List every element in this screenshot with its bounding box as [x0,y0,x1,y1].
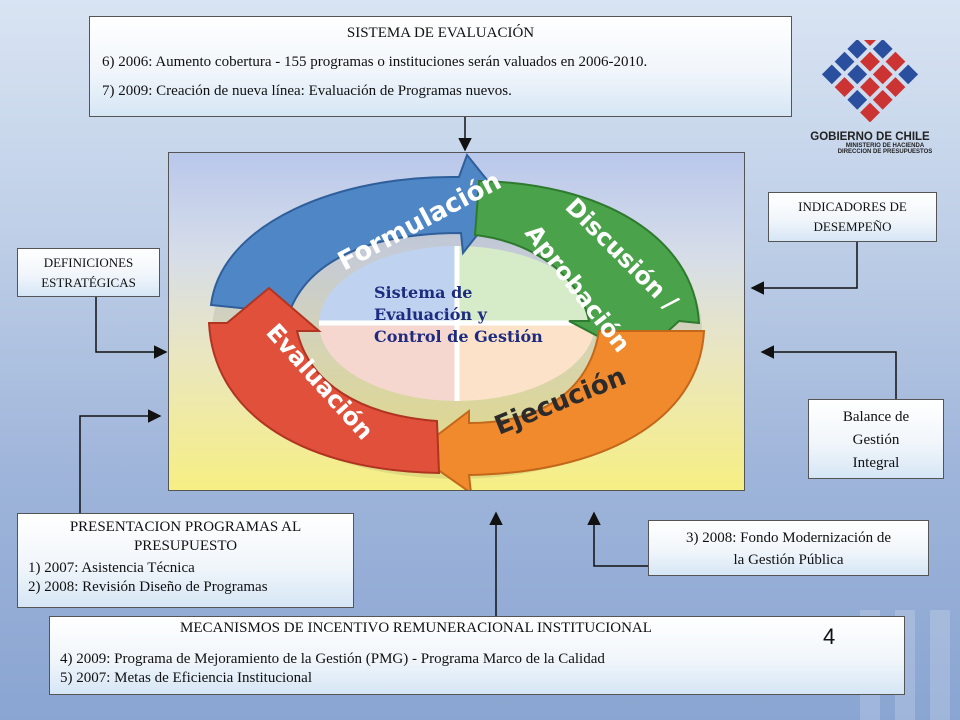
center-line-1: Sistema de [374,283,472,302]
page-number: 4 [823,624,836,649]
gobierno-logo-mark [821,26,919,123]
presentacion-item-2: 2) 2008: Revisión Diseño de Programas [28,579,268,595]
segment-ejecucion [412,330,706,496]
segment-evaluacion [207,286,441,475]
inner-disk [319,246,595,401]
balance-box: Balance de Gestión Integral [808,399,944,479]
arrow-fondo [587,511,648,567]
presentacion-title-1: PRESENTACION PROGRAMAS AL [69,519,302,535]
segment-formulacion [209,152,506,315]
logo-sub2: DIRECCION DE PRESUPUESTOS [837,149,933,155]
arrow-definiciones [95,297,168,359]
mecanismos-box: MECANISMOS DE INCENTIVO REMUNERACIONAL I… [49,616,905,695]
presentacion-item-1: 1) 2007: Asistencia Técnica [28,560,195,576]
indicadores-line-1: INDICADORES DE [798,199,907,214]
fondo-line-2: la Gestión Pública [733,552,844,568]
indicadores-box: INDICADORES DE DESEMPEÑO [768,192,937,242]
segment-discusion [473,179,701,360]
sistema-evaluacion-box: SISTEMA DE EVALUACIÓN 6) 2006: Aumento c… [89,16,792,117]
gobierno-logo: GOBIERNO DE CHILE MINISTERIO DE HACIENDA… [800,26,940,160]
fondo-box: 3) 2008: Fondo Modernización de la Gesti… [648,520,929,576]
balance-line-1: Balance de [842,409,910,425]
arrow-presentacion [79,409,162,513]
logo-sub1: MINISTERIO DE HACIENDA [845,143,925,149]
cycle-diagram: Formulación Discusión / Aprobación Ejecu… [207,152,706,496]
logo-name: GOBIERNO DE CHILE [810,131,930,143]
presentacion-box: PRESENTACION PROGRAMAS AL PRESUPUESTO 1)… [17,513,354,608]
definiciones-line-2: ESTRATÉGICAS [41,275,136,290]
arrow-indicadores [750,242,858,295]
definiciones-box: DEFINICIONES ESTRATÉGICAS [17,248,160,297]
arrow-balance [760,345,897,399]
presentacion-title-2: PRESUPUESTO [133,538,238,554]
balance-line-3: Integral [852,455,900,471]
sistema-title: SISTEMA DE EVALUACIÓN [346,25,535,41]
mecanismos-title: MECANISMOS DE INCENTIVO REMUNERACIONAL I… [180,620,652,636]
balance-line-2: Gestión [852,432,900,448]
fondo-line-1: 3) 2008: Fondo Modernización de [686,530,891,546]
indicadores-line-2: DESEMPEÑO [813,219,892,234]
mecanismos-item-2: 5) 2007: Metas de Eficiencia Institucion… [60,670,313,686]
center-line-2: Evaluación y [374,305,488,324]
mecanismos-item-1: 4) 2009: Programa de Mejoramiento de la … [60,651,605,667]
sistema-line-6: 6) 2006: Aumento cobertura - 155 program… [102,54,648,70]
cycle-panel: Formulación Discusión / Aprobación Ejecu… [168,152,745,496]
sistema-line-7: 7) 2009: Creación de nueva línea: Evalua… [102,83,512,99]
center-line-3: Control de Gestión [374,327,543,346]
definiciones-line-1: DEFINICIONES [43,255,134,270]
